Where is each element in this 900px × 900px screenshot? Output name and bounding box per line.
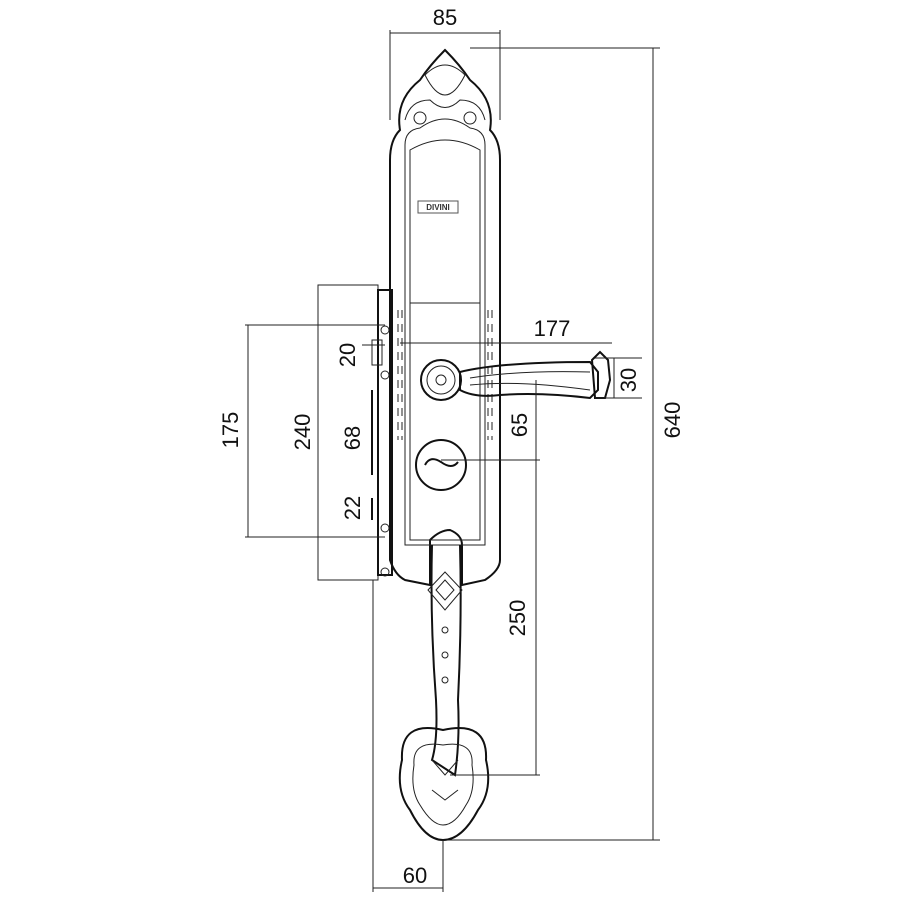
label-bolt-height: 22 (340, 496, 365, 520)
dimension-deadbolt-span: 68 (340, 426, 365, 450)
label-handle-length: 177 (534, 316, 571, 341)
dimension-bolt-height: 22 (340, 496, 365, 520)
dimension-plate-width: 85 (389, 5, 501, 120)
label-handle-height: 30 (616, 368, 641, 392)
mortise-lock-body (317, 284, 393, 581)
dimension-lock-body-height: 240 (290, 414, 315, 451)
dimension-cylinder-to-grip: 250 (450, 460, 540, 776)
label-cylinder-to-grip: 250 (505, 600, 530, 637)
brand-logo-text: DIVINI (426, 203, 450, 212)
dimension-grip-projection: 60 (372, 580, 444, 892)
label-lock-body-height: 240 (290, 414, 315, 451)
label-knob-to-cylinder: 65 (507, 413, 532, 437)
label-strike-spacing: 175 (218, 412, 243, 449)
dimension-handle-height: 30 (595, 357, 642, 399)
lever-handle (420, 350, 612, 401)
dimension-handle-length: 177 (400, 316, 612, 344)
dimension-total-height: 640 (445, 47, 685, 841)
key-cylinder (415, 439, 467, 491)
label-grip-projection: 60 (403, 863, 427, 888)
brand-logo (417, 200, 459, 214)
label-deadbolt-span: 68 (340, 426, 365, 450)
label-total-height: 640 (660, 402, 685, 439)
label-plate-width: 85 (433, 5, 457, 30)
label-latch-offset: 20 (335, 343, 360, 367)
dimension-latch-offset: 20 (335, 343, 385, 367)
pull-grip-handle (398, 544, 490, 842)
dimension-strike-spacing: 175 (218, 324, 385, 538)
escutcheon-plate: DIVINI (389, 48, 501, 587)
dimension-knob-to-cylinder: 65 (441, 380, 540, 461)
